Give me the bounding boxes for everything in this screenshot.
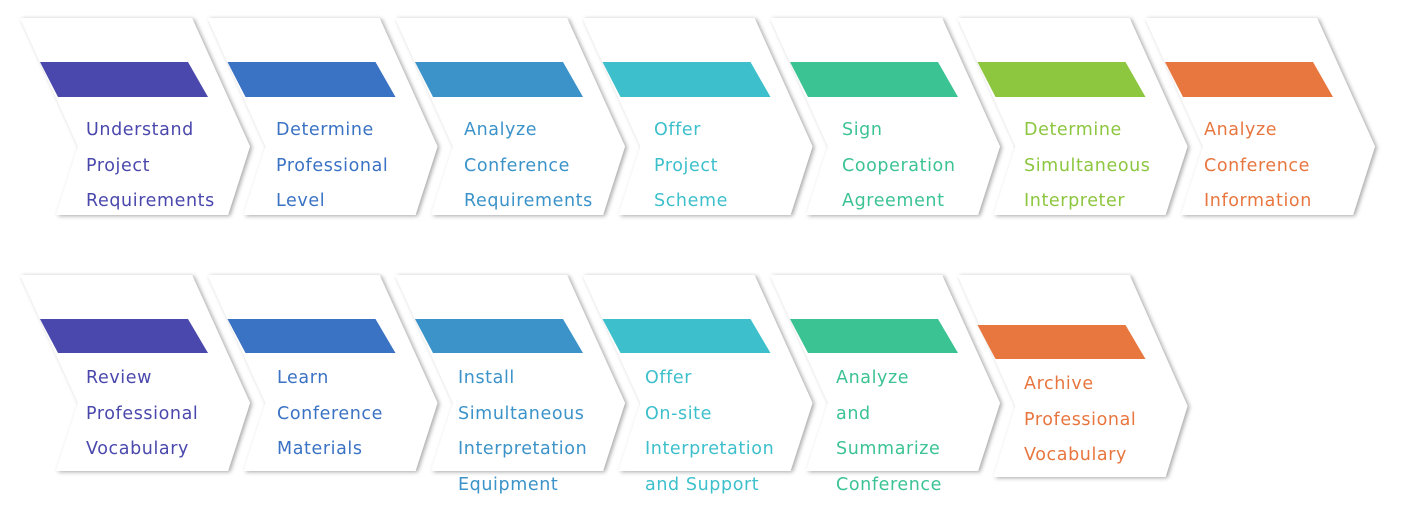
- step-label-line: Archive: [1024, 374, 1094, 394]
- chevron-shape: [1145, 18, 1375, 215]
- chevron-shape: [582, 18, 813, 215]
- step-label-line: Determine: [276, 120, 374, 140]
- step-label-line: Summarize: [836, 439, 941, 460]
- step-color-band: [977, 62, 1146, 97]
- step-label-line: Agreement: [842, 191, 945, 212]
- step-label-line: Determine: [1024, 120, 1122, 140]
- step-label-line: Analyze: [836, 368, 910, 388]
- step-label-line: Materials: [277, 439, 363, 460]
- step-label-line: Vocabulary: [1024, 445, 1128, 466]
- chevron-shape: [207, 18, 438, 215]
- step-label-line: Vocabulary: [86, 439, 190, 460]
- step-label-line: Equipment: [458, 474, 559, 495]
- step-label-line: Information: [1204, 191, 1312, 212]
- step-label-line: Analyze: [1204, 120, 1278, 140]
- step-label-line: Requirements: [464, 191, 593, 212]
- step-label-line: and: [836, 403, 871, 424]
- step-label-line: Review: [86, 368, 153, 388]
- step-color-band: [602, 62, 771, 97]
- chevron-shape: [957, 275, 1188, 477]
- step-label-line: Learn: [277, 368, 329, 388]
- chevron-shape: [770, 275, 1000, 471]
- chevron-shape: [207, 275, 438, 471]
- step-label-line: Offer: [645, 368, 693, 388]
- step-label-line: Requirements: [86, 191, 215, 212]
- step-label-line: Project: [654, 155, 719, 176]
- chevron-shape: [395, 18, 625, 215]
- step-color-band: [227, 62, 396, 97]
- step-label-line: Professional: [1024, 409, 1137, 430]
- step-color-band: [1165, 62, 1333, 97]
- step-label-line: Conference: [836, 474, 943, 495]
- chevron-shape: [20, 275, 250, 471]
- step-color-band: [602, 319, 771, 353]
- step-label-line: Cooperation: [842, 155, 956, 176]
- step-label-line: Professional: [276, 155, 389, 176]
- step-label-line: Interpretation: [458, 439, 588, 460]
- step-label-line: On-site: [645, 403, 712, 424]
- step-label-line: Sign: [842, 120, 883, 140]
- step-label-line: Analyze: [464, 120, 538, 140]
- step-label-line: Install: [458, 368, 515, 388]
- step-label-line: Understand: [86, 120, 194, 140]
- step-label-line: and Support: [645, 474, 760, 495]
- step-label-line: Simultaneous: [1024, 155, 1151, 176]
- step-color-band: [415, 319, 583, 353]
- step-label-line: Scheme: [654, 191, 729, 212]
- step-label-line: Interpretation: [645, 439, 775, 460]
- step-label-line: Project: [86, 155, 151, 176]
- step-color-band: [977, 325, 1146, 359]
- step-label-line: Conference: [464, 155, 571, 176]
- chevron-shape: [20, 18, 250, 215]
- chevron-shape: [582, 275, 813, 471]
- step-label-line: Level: [276, 191, 326, 212]
- step-color-band: [790, 319, 958, 353]
- step-color-band: [40, 319, 208, 353]
- step-label-line: Simultaneous: [458, 403, 585, 424]
- chevron-shape: [957, 18, 1188, 215]
- step-label-line: Offer: [654, 120, 702, 140]
- step-color-band: [40, 62, 208, 97]
- chevron-shape: [395, 275, 625, 471]
- step-label-line: Interpreter: [1024, 191, 1126, 212]
- step-label-line: Professional: [86, 403, 199, 424]
- step-color-band: [227, 319, 396, 353]
- chevron-shape: [770, 18, 1000, 215]
- step-label-line: Conference: [1204, 155, 1311, 176]
- step-color-band: [790, 62, 958, 97]
- step-color-band: [415, 62, 583, 97]
- step-label-line: Conference: [277, 403, 384, 424]
